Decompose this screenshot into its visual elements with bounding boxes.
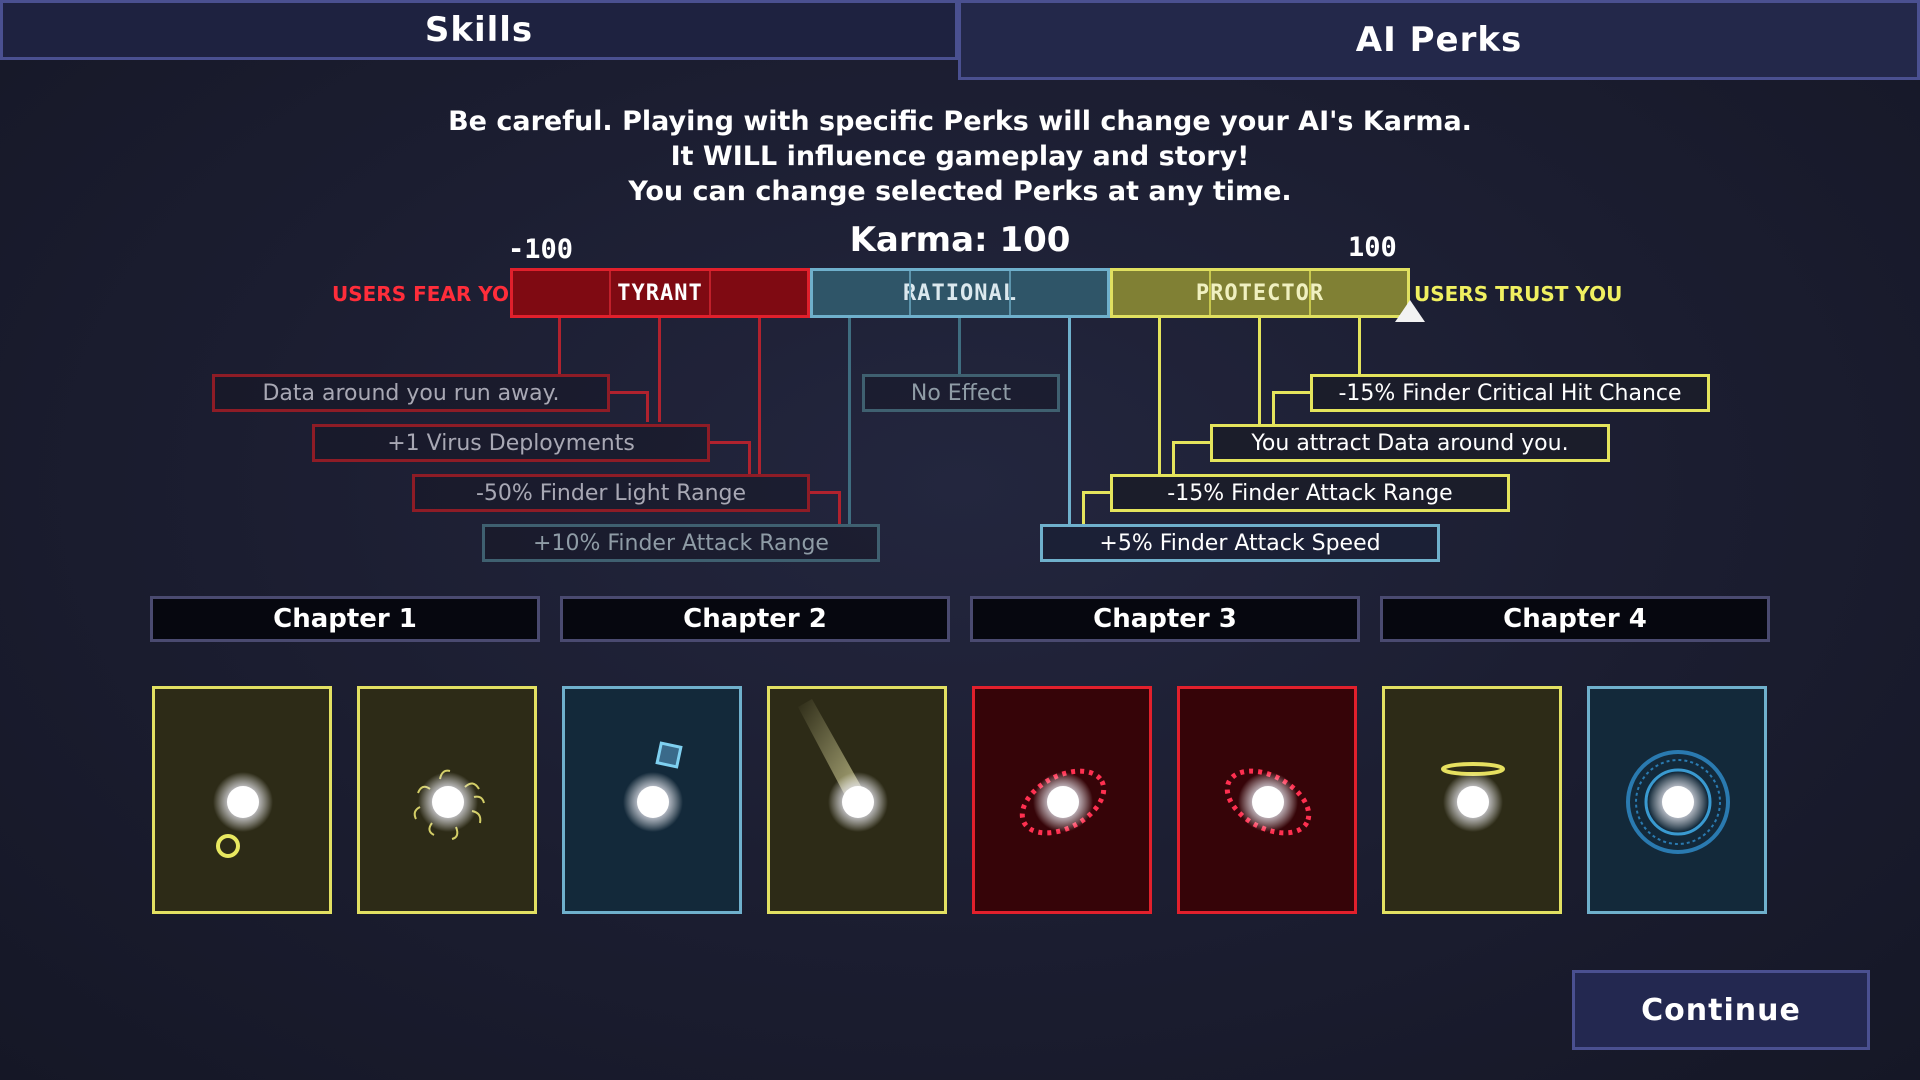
warning-line-1: Be careful. Playing with specific Perks … <box>448 106 1472 137</box>
perk-card-orb-cube[interactable] <box>562 686 742 914</box>
perk-card-orb-beam[interactable] <box>767 686 947 914</box>
protector-perk-finder-attack-range: -15% Finder Attack Range <box>1110 474 1510 512</box>
orb-dotted-orbit-icon <box>1019 768 1107 836</box>
perk-card-orb-sparks[interactable] <box>357 686 537 914</box>
tyrant-label: TYRANT <box>617 280 703 306</box>
tyrant-perk-virus-deployments: +1 Virus Deployments <box>312 424 710 462</box>
connector <box>1068 318 1071 524</box>
connector <box>709 441 749 444</box>
connector <box>958 318 961 374</box>
chapter-1-header: Chapter 1 <box>150 596 540 642</box>
connector <box>758 318 761 474</box>
connector <box>646 391 649 422</box>
connector <box>609 391 647 394</box>
orb-light-beam-icon <box>798 699 888 832</box>
connector <box>1082 491 1085 524</box>
rational-perk-finder-attack-speed: +5% Finder Attack Speed <box>1040 524 1440 562</box>
perk-card-orb-halo[interactable] <box>1382 686 1562 914</box>
perk-card-orb-glyph[interactable] <box>1587 686 1767 914</box>
karma-segment-rational: RATIONAL <box>810 268 1110 318</box>
warning-line-2: It WILL influence gameplay and story! <box>670 141 1250 172</box>
protector-label: PROTECTOR <box>1195 280 1325 306</box>
connector <box>1172 441 1212 444</box>
connector <box>809 491 839 494</box>
perk-card-orb-orbit-2[interactable] <box>1177 686 1357 914</box>
orb-ring-icon <box>213 772 273 858</box>
connector <box>748 441 751 474</box>
tyrant-perk-data-run-away: Data around you run away. <box>212 374 610 412</box>
karma-segment-tyrant: TYRANT <box>510 268 810 318</box>
protector-perk-critical-hit-chance: -15% Finder Critical Hit Chance <box>1310 374 1710 412</box>
users-fear-label: USERS FEAR YOU <box>332 282 526 306</box>
perk-card-orb-ring[interactable] <box>152 686 332 914</box>
orb-halo-icon <box>1441 762 1505 832</box>
tyrant-perk-finder-attack-range: +10% Finder Attack Range <box>482 524 880 562</box>
chapter-2-header: Chapter 2 <box>560 596 950 642</box>
orb-dotted-orbit-icon <box>1224 768 1312 836</box>
connector <box>1082 491 1112 494</box>
karma-max-label: 100 <box>1348 232 1397 263</box>
karma-segment-protector: PROTECTOR <box>1110 268 1410 318</box>
warning-line-3: You can change selected Perks at any tim… <box>628 176 1292 207</box>
karma-min-label: -100 <box>508 234 574 265</box>
tyrant-perk-finder-light-range: -50% Finder Light Range <box>412 474 810 512</box>
connector <box>1172 441 1175 474</box>
orb-circle-glyph-icon <box>1626 750 1730 854</box>
karma-marker <box>1395 300 1425 322</box>
connector <box>1272 391 1312 394</box>
connector <box>1358 318 1361 374</box>
connector <box>558 318 561 374</box>
rational-perk-no-effect: No Effect <box>862 374 1060 412</box>
tab-skills[interactable]: Skills <box>0 0 958 60</box>
orb-cube-icon <box>623 741 683 832</box>
connector <box>1158 318 1161 474</box>
users-trust-label: USERS TRUST YOU <box>1414 282 1623 306</box>
perk-card-orb-orbit-1[interactable] <box>972 686 1152 914</box>
protector-perk-attract-data: You attract Data around you. <box>1210 424 1610 462</box>
karma-title: Karma: 100 <box>849 220 1071 260</box>
rational-label: RATIONAL <box>903 280 1017 306</box>
connector <box>1258 318 1261 424</box>
orb-sparks-icon <box>413 769 485 840</box>
chapter-3-header: Chapter 3 <box>970 596 1360 642</box>
connector <box>1272 391 1275 424</box>
continue-button[interactable]: Continue <box>1572 970 1870 1050</box>
connector <box>848 318 851 524</box>
tab-ai-perks[interactable]: AI Perks <box>958 0 1920 80</box>
chapter-4-header: Chapter 4 <box>1380 596 1770 642</box>
connector <box>658 318 661 422</box>
connector <box>838 491 841 524</box>
